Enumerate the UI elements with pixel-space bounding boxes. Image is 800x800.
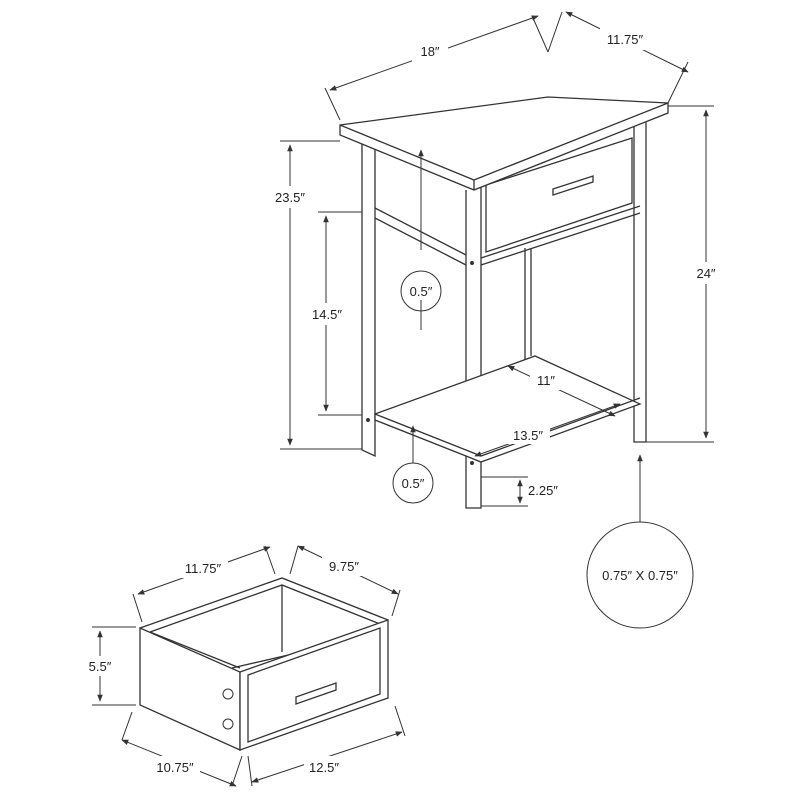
screw-dot [366,418,370,422]
dimension-top-depth: 11.75″ [547,11,689,104]
dimension-drawer-inner-depth: 10.75″ [121,711,243,787]
drawer-height-label: 5.5″ [89,659,112,674]
dimension-shelf-depth: 11″ [507,365,616,417]
shelf-width-label: 13.5″ [513,428,543,443]
drawer-handle-pull [295,682,337,705]
table-top [339,96,669,191]
leg-section-label: 0.75″ X 0.75″ [602,568,678,583]
left-front-leg [361,142,376,458]
end-table-drawing [339,96,669,509]
drawer-inner-depth-label: 10.75″ [156,760,194,775]
drawer-drawing [139,577,389,752]
dimension-drawer-inner-width: 12.5″ [247,705,406,787]
drawer-outer-depth-label: 9.75″ [329,559,359,574]
callout-leg-section: 0.75″ X 0.75″ [586,454,694,629]
dimension-drawer-height: 5.5″ [82,626,136,706]
open-height-label: 14.5″ [312,307,342,322]
dimension-drawer-outer-depth: 9.75″ [289,545,401,617]
lower-rail [480,205,641,266]
top-width-label: 18″ [420,44,439,59]
dimension-total-height: 24″ [646,105,722,443]
total-height-label: 24″ [696,266,715,281]
drawer-inner-width-label: 12.5″ [309,760,339,775]
callout-top-thickness: 0.5″ [400,149,442,330]
callout-shelf-thickness: 0.5″ [392,425,434,504]
shelf-clearance-label: 2.25″ [528,483,558,498]
drawer-front [485,137,633,253]
drawer-handle [552,175,594,196]
hole [222,718,234,730]
back-legs [524,248,532,360]
screw-dot [470,461,474,465]
height-to-top-label: 23.5″ [275,190,305,205]
dimension-shelf-width: 13.5″ [474,403,621,457]
dimension-open-height: 14.5″ [305,211,362,416]
dimension-top-width: 18″ [324,15,549,121]
shelf-thickness-label: 0.5″ [402,476,425,491]
dimension-drawer-outer-width: 11.75″ [132,545,276,623]
dimension-height-to-top: 23.5″ [268,140,362,450]
shelf-depth-label: 11″ [537,373,555,388]
hole [222,688,234,700]
top-thickness-label: 0.5″ [410,284,433,299]
dimension-shelf-clearance: 2.25″ [481,476,558,507]
front-leg [465,182,482,509]
top-depth-label: 11.75″ [607,32,644,47]
screw-dot [470,261,474,265]
drawer-outer-width-label: 11.75″ [185,561,222,576]
right-leg [633,120,647,443]
